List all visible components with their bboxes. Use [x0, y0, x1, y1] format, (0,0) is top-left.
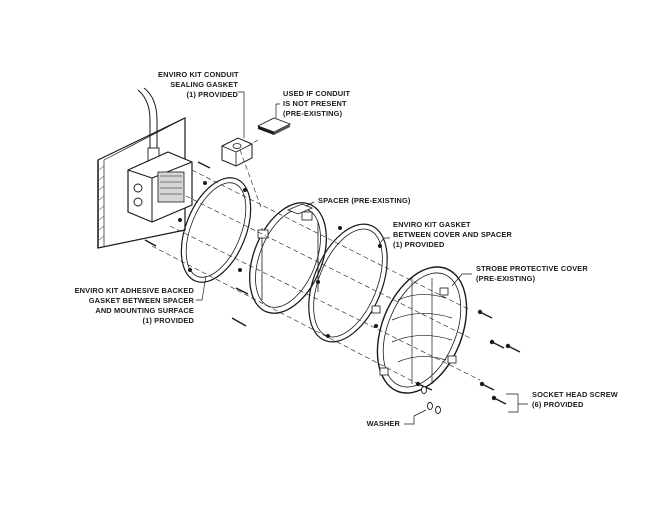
cover-gasket-label: ENVIRO KIT GASKET BETWEEN COVER AND SPAC… — [393, 220, 512, 249]
socket-head-screw-label: SOCKET HEAD SCREW (6) PROVIDED — [532, 390, 618, 409]
conduit-gasket-label: ENVIRO KIT CONDUIT SEALING GASKET (1) PR… — [158, 70, 239, 99]
alignment-lines — [151, 139, 481, 386]
adhesive-gasket — [178, 177, 252, 283]
leader-lines — [196, 91, 528, 425]
strobe-protective-cover — [371, 266, 468, 394]
socket-head-screws — [417, 311, 521, 405]
conduit-pad — [256, 117, 292, 135]
used-if-conduit-label: USED IF CONDUIT IS NOT PRESENT (PRE-EXIS… — [283, 89, 351, 118]
spacer — [249, 202, 327, 314]
mounting-screws — [144, 161, 249, 327]
junction-box — [127, 151, 193, 223]
protective-cover-label: STROBE PROTECTIVE COVER (PRE-EXISTING) — [476, 264, 588, 283]
spacer-label: SPACER (PRE-EXISTING) — [318, 196, 411, 205]
screw-heads — [415, 309, 511, 401]
adhesive-gasket-label: ENVIRO KIT ADHESIVE BACKED GASKET BETWEE… — [74, 286, 194, 325]
conduit-gasket-block — [221, 137, 253, 167]
washers — [421, 386, 441, 414]
washer-label: WASHER — [366, 419, 400, 428]
cover-gasket — [308, 223, 388, 343]
